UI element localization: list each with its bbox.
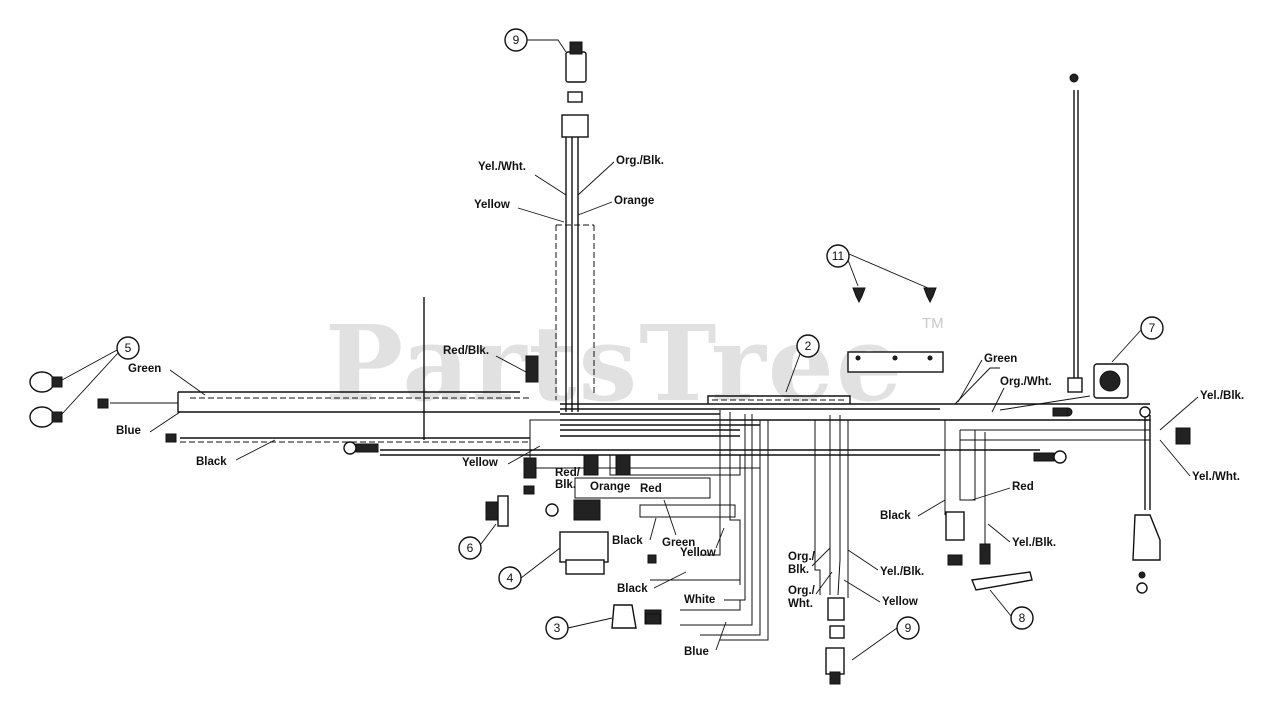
watermark-tm: TM [922, 315, 944, 332]
svg-text:Org./Wht.: Org./Wht. [1000, 376, 1052, 388]
ring-terminals [343, 407, 1068, 464]
svg-text:Yel./Wht.: Yel./Wht. [1192, 471, 1240, 483]
part-5-bulbs [29, 371, 177, 443]
part-7-switch [1063, 73, 1151, 418]
svg-text:7: 7 [1149, 321, 1156, 335]
svg-text:Blk.: Blk. [555, 479, 576, 491]
svg-text:9: 9 [905, 621, 912, 635]
part-9-top-switch [561, 41, 589, 138]
svg-text:Org./Blk.: Org./Blk. [616, 155, 664, 167]
main-harness [110, 90, 1151, 641]
svg-text:Yel./Wht.: Yel./Wht. [478, 161, 526, 173]
svg-text:2: 2 [805, 339, 812, 353]
svg-text:Yellow: Yellow [680, 547, 716, 559]
svg-text:Org./: Org./ [788, 585, 816, 597]
svg-text:Blue: Blue [116, 425, 141, 437]
svg-text:Orange: Orange [590, 481, 630, 493]
part-right-connector [1132, 427, 1191, 594]
svg-text:3: 3 [554, 621, 561, 635]
callout-9-bottom: 9 [851, 616, 920, 661]
svg-text:Yel./Blk.: Yel./Blk. [880, 566, 924, 578]
svg-text:5: 5 [125, 341, 132, 355]
svg-text:Red/Blk.: Red/Blk. [443, 345, 489, 357]
callout-4: 4 [498, 547, 561, 590]
part-4-module [559, 531, 657, 575]
callout-11: 11 [826, 244, 929, 289]
svg-text:White: White [684, 594, 715, 606]
svg-text:Red: Red [1012, 481, 1034, 493]
part-6 [485, 495, 509, 527]
part-8-bar [971, 571, 1033, 591]
svg-text:Green: Green [984, 353, 1017, 365]
svg-text:Blk.: Blk. [788, 564, 809, 576]
svg-text:Wht.: Wht. [788, 598, 813, 610]
svg-text:Yellow: Yellow [882, 596, 918, 608]
part-9-bottom-switch [825, 597, 845, 685]
svg-text:4: 4 [507, 571, 514, 585]
callout-8: 8 [989, 589, 1034, 630]
svg-text:11: 11 [832, 249, 845, 263]
svg-text:Orange: Orange [614, 195, 654, 207]
svg-text:Black: Black [612, 535, 643, 547]
callout-5: 5 [61, 336, 140, 415]
svg-text:Blue: Blue [684, 646, 709, 658]
svg-text:Black: Black [196, 456, 227, 468]
svg-text:Black: Black [617, 583, 648, 595]
svg-text:Org./: Org./ [788, 551, 816, 563]
watermark: PartsTree [325, 302, 904, 425]
callout-6: 6 [458, 523, 497, 560]
callout-2: 2 [785, 334, 820, 393]
svg-text:Green: Green [128, 363, 161, 375]
svg-text:Yellow: Yellow [474, 199, 510, 211]
part-2-plate [847, 351, 944, 373]
svg-text:Black: Black [880, 510, 911, 522]
callout-9-top: 9 [504, 28, 567, 53]
svg-text:Red: Red [640, 483, 662, 495]
callout-3: 3 [545, 616, 613, 640]
svg-text:Green: Green [662, 537, 695, 549]
svg-text:8: 8 [1019, 611, 1026, 625]
svg-text:Yel./Blk.: Yel./Blk. [1012, 537, 1056, 549]
callout-7: 7 [1111, 316, 1164, 363]
wire-labels: Yel./Wht. Org./Blk. Yellow Orange Red/Bl… [116, 155, 1244, 658]
svg-text:9: 9 [513, 33, 520, 47]
svg-text:Yellow: Yellow [462, 457, 498, 469]
svg-text:6: 6 [467, 541, 474, 555]
misc-connectors [523, 355, 991, 625]
svg-text:Yel./Blk.: Yel./Blk. [1200, 390, 1244, 402]
part-11-rivets [852, 287, 937, 304]
svg-text:Red/: Red/ [555, 467, 581, 479]
